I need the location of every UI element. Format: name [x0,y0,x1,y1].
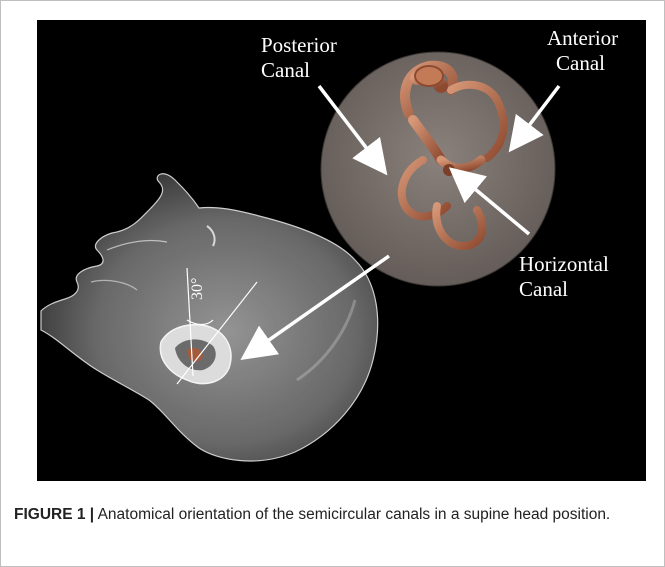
horizontal-canal-label: Horizontal Canal [519,252,609,302]
caption-label: FIGURE 1 | [14,506,94,523]
inset-circle [321,52,555,286]
posterior-label-line1: Posterior [261,33,337,58]
anterior-label-line2: Canal [547,51,618,76]
figure-illustration [37,20,646,481]
anterior-canal-label: Anterior Canal [547,26,618,76]
horizontal-label-line2: Canal [519,277,609,302]
figure-caption: FIGURE 1 | Anatomical orientation of the… [14,504,654,526]
angle-label: 30° [185,278,210,300]
caption-text: Anatomical orientation of the semicircul… [94,506,610,523]
horizontal-label-line1: Horizontal [519,252,609,277]
posterior-canal-label: Posterior Canal [261,33,337,83]
anterior-label-line1: Anterior [547,26,618,51]
posterior-label-line2: Canal [261,58,337,83]
head-model [41,174,378,461]
figure-image: Posterior Canal Anterior Canal Horizonta… [37,20,646,481]
